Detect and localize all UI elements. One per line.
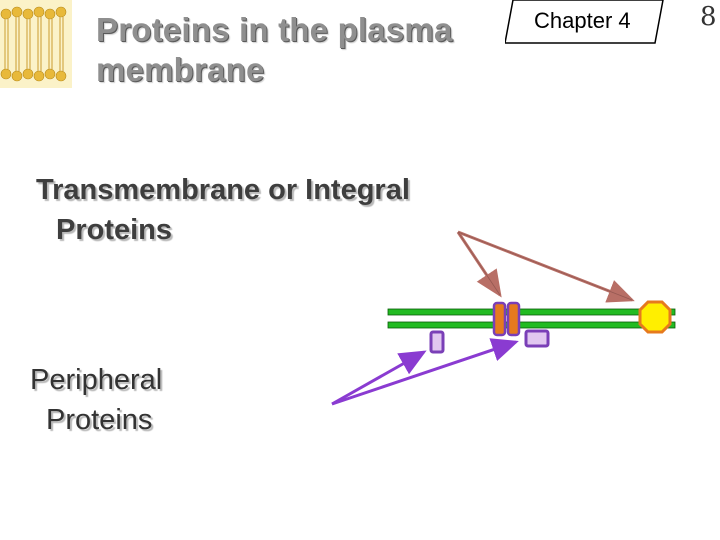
peripheral-protein-1 bbox=[429, 330, 445, 354]
integral-protein-octagon bbox=[638, 300, 672, 334]
chapter-tab bbox=[505, 0, 664, 44]
integral-protein-pair bbox=[492, 301, 521, 337]
peripheral-proteins-heading-line2: Proteins bbox=[46, 404, 153, 436]
integral-proteins-heading-line2: Proteins bbox=[56, 214, 173, 246]
peripheral-proteins-heading: Peripheral bbox=[30, 364, 163, 396]
integral-arrows-outline bbox=[457, 231, 633, 301]
title-line-1: Proteins in the plasma bbox=[96, 11, 453, 48]
page-number: 8 bbox=[700, 2, 717, 32]
integral-proteins-heading: Transmembrane or Integral bbox=[36, 174, 410, 206]
peripheral-arrows bbox=[331, 338, 519, 406]
peripheral-protein-2 bbox=[524, 329, 550, 348]
chapter-tab-label: Chapter 4 bbox=[534, 8, 631, 33]
slide-title: Proteins in the plasma membrane bbox=[96, 10, 453, 90]
membrane-bilayer bbox=[387, 308, 676, 329]
membrane-logo-icon bbox=[0, 0, 72, 88]
title-line-2: membrane bbox=[96, 51, 265, 88]
